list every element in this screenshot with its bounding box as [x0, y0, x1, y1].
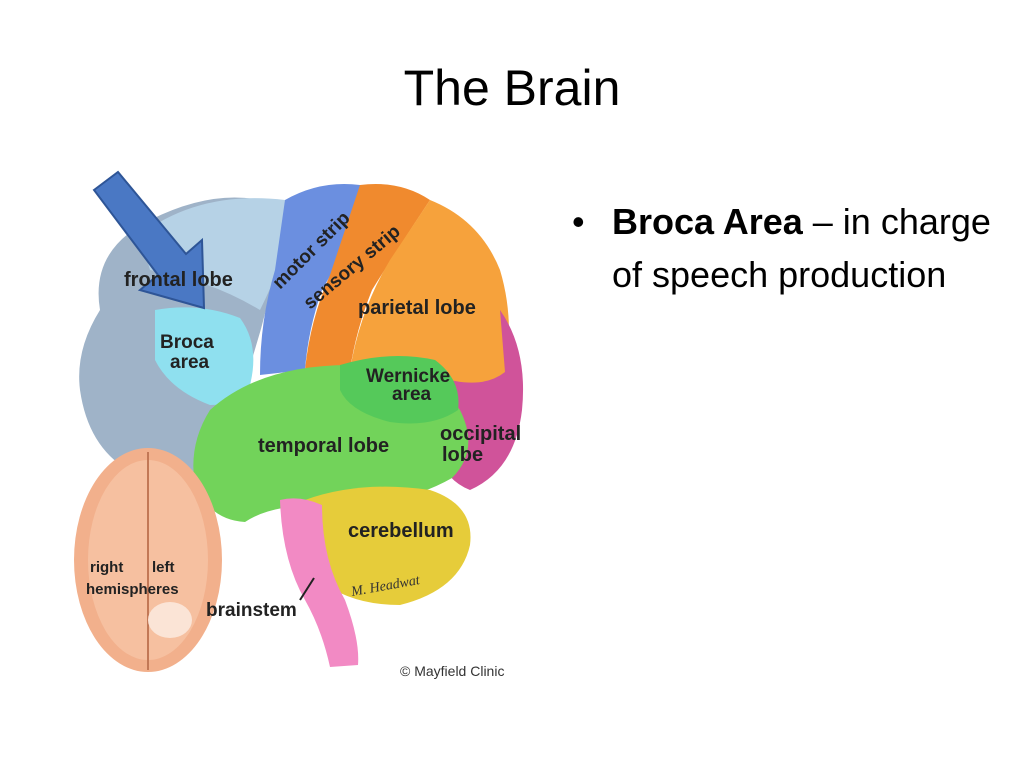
pointer-arrow-icon [92, 170, 206, 310]
slide-title: The Brain [403, 60, 621, 116]
bullet-separator: – [802, 201, 843, 242]
wernicke-area-region [340, 356, 459, 424]
occipital-lobe-label: lobe [442, 444, 483, 466]
brain-diagram: frontal lobe motor strip sensory strip p… [60, 160, 540, 700]
brainstem-pointer-line [299, 577, 315, 601]
bullet-dot-icon: • [572, 201, 585, 242]
parietal-lobe-label: parietal lobe [358, 297, 476, 319]
cerebellum-label: cerebellum [348, 520, 454, 542]
bullet-text: in charge of speech production [612, 201, 991, 295]
bullet-item: • Broca Area – in charge of speech produ… [572, 195, 992, 301]
sensory-strip-region [305, 184, 430, 370]
brainstem-label: brainstem [206, 600, 297, 621]
parietal-lobe-region [350, 200, 509, 384]
frontal-lobe-top [140, 198, 300, 310]
wernicke-label: Wernicke [366, 366, 450, 387]
left-hemisphere-label: left [152, 559, 175, 576]
broca-area-label: area [170, 352, 210, 373]
bullet-term: Broca Area [612, 201, 803, 242]
copyright-label: © Mayfield Clinic [400, 663, 504, 679]
hemispheres-top-view [74, 448, 222, 672]
wernicke-area-label: area [392, 384, 432, 405]
temporal-lobe-label: temporal lobe [258, 435, 389, 457]
occipital-label: occipital [440, 423, 521, 445]
broca-label: Broca [160, 332, 214, 353]
bullet-list: • Broca Area – in charge of speech produ… [572, 195, 992, 301]
brainstem-region [280, 498, 359, 667]
broca-area-region [155, 307, 254, 405]
hemispheres-label: hemispheres [86, 581, 179, 598]
frontal-lobe-label: frontal lobe [124, 269, 233, 291]
cerebellum-region [303, 486, 471, 605]
right-hemisphere-label: right [90, 559, 123, 576]
